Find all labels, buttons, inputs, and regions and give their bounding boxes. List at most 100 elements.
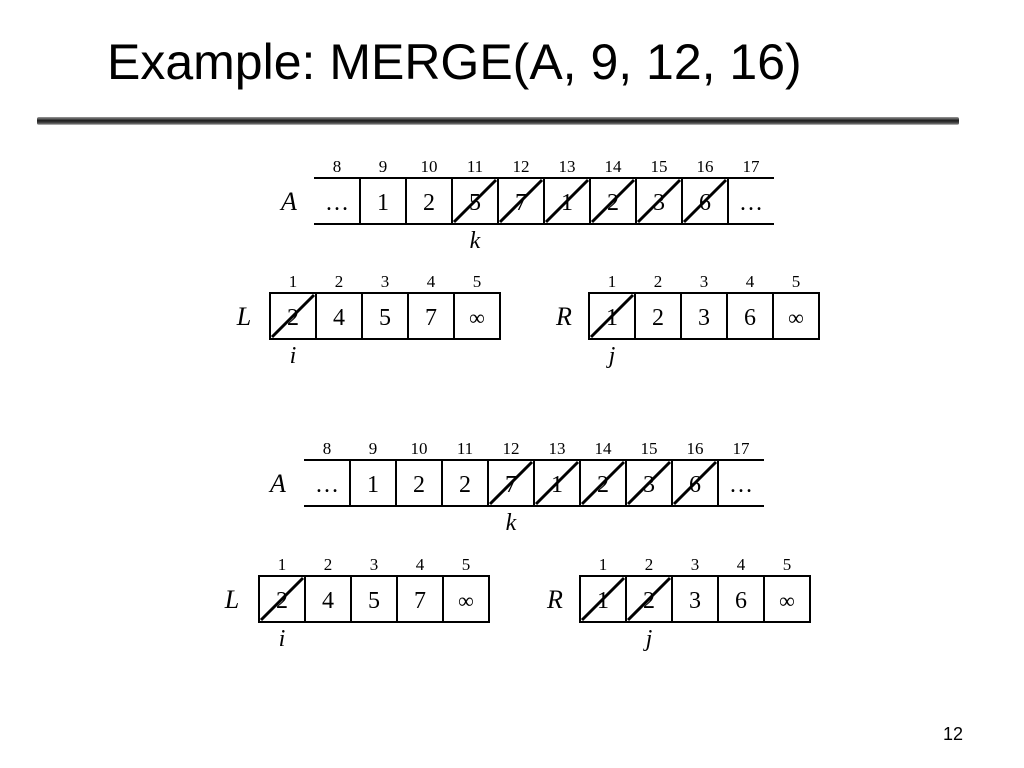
step-2-array-L-index-label: 4 (416, 555, 425, 574)
step-1-array-A-name: A (279, 187, 297, 216)
step-2-array-L-name: L (224, 585, 239, 614)
step-2-array-R-pointer-label: j (643, 626, 653, 652)
step-2-array-L-cell-value: 5 (368, 588, 380, 614)
step-1-array-A-index-label: 14 (605, 157, 623, 176)
step-2-array-A-cell-value: … (315, 472, 339, 498)
step-1-array-L-index-label: 5 (473, 272, 482, 291)
step-2-array-R-strike-mark (580, 576, 626, 622)
step-2-array-L-pointer-label: i (279, 626, 286, 652)
step-2-array-R-index-label: 1 (599, 555, 608, 574)
step-1-array-A-index-label: 11 (467, 157, 483, 176)
step-2-array-A-index-label: 16 (687, 439, 704, 458)
step-1-array-L-index-label: 4 (427, 272, 436, 291)
step-2-array-R-index-label: 5 (783, 555, 792, 574)
step-2-array-A-strike-mark (580, 460, 626, 506)
step-2-array-A-index-label: 14 (595, 439, 613, 458)
step-1-array-R-index-label: 1 (608, 272, 617, 291)
step-1-array-A-cell-value: … (739, 190, 763, 216)
step-2-array-A-index-label: 17 (733, 439, 751, 458)
step-1-array-A-index-label: 17 (743, 157, 761, 176)
step-1-array-A-strike-mark (682, 178, 728, 224)
step-1-array-A-index-label: 12 (513, 157, 530, 176)
step-2-array-A-strike-mark (672, 460, 718, 506)
step-1-array-A-index-label: 10 (421, 157, 438, 176)
step-1-array-L-cell-value: ∞ (469, 305, 485, 330)
step-2-array-A-index-label: 9 (369, 439, 378, 458)
step-1-array-A-index-label: 15 (651, 157, 668, 176)
step-2-array-R-index-label: 3 (691, 555, 700, 574)
step-1-array-A-index-label: 16 (697, 157, 714, 176)
step-2-array-R-cell-value: 6 (735, 588, 747, 614)
step-2-array-L-strike-mark (259, 576, 305, 622)
step-2-array-R-index-label: 4 (737, 555, 746, 574)
step-1-array-R-index-label: 3 (700, 272, 709, 291)
step-1-array-A-pointer-label: k (470, 228, 481, 254)
step-1-array-A-cell-value: 2 (423, 190, 435, 216)
step-1-array-R-frame (588, 292, 820, 340)
step-1-array-L-index-label: 1 (289, 272, 298, 291)
step-2-array-A-name: A (268, 469, 286, 498)
step-2-array-L-cell-value: ∞ (458, 588, 474, 613)
step-2-array-A-strike-mark (488, 460, 534, 506)
step-2-array-R-cell-value: ∞ (779, 588, 795, 613)
step-1-array-L-cell-value: 5 (379, 305, 391, 331)
step-1-array-L-frame (269, 292, 501, 340)
step-2-array-A-cell-value: … (729, 472, 753, 498)
step-1-array-A-index-label: 13 (559, 157, 576, 176)
step-2-array-L-frame (258, 575, 490, 623)
step-2-array-R-frame (579, 575, 811, 623)
step-1-array-A-strike-mark (544, 178, 590, 224)
step-1-array-R-cell-value: 2 (652, 305, 664, 331)
step-2-array-L-index-label: 3 (370, 555, 379, 574)
step-2-array-L-index-label: 1 (278, 555, 287, 574)
step-2-array-A-index-label: 10 (411, 439, 428, 458)
step-1-array-L-pointer-label: i (290, 343, 297, 369)
step-1-array-L-cell-value: 7 (425, 305, 437, 331)
step-2-array-R-index-label: 2 (645, 555, 654, 574)
step-1-array-R-strike-mark (589, 293, 635, 339)
step-1-array-A-cell-value: … (325, 190, 349, 216)
step-2-array-A-index-label: 11 (457, 439, 473, 458)
step-2-array-R-cell-value: 3 (689, 588, 701, 614)
step-1-array-L-strike-mark (270, 293, 316, 339)
step-1-array-R-index-label: 4 (746, 272, 755, 291)
step-1-array-A-strike-mark (636, 178, 682, 224)
slide-title: Example: MERGE(A, 9, 12, 16) (107, 34, 802, 90)
step-2-array-A-strike-mark (534, 460, 580, 506)
step-1-array-A-strike-mark (452, 178, 498, 224)
step-1-array-A-strike-mark (498, 178, 544, 224)
step-1-array-R-pointer-label: j (606, 343, 616, 369)
step-2-array-A-strike-mark (626, 460, 672, 506)
step-1-array-L-index-label: 2 (335, 272, 344, 291)
step-2-array-A-cell-value: 2 (459, 472, 471, 498)
step-2-array-A-index-label: 8 (323, 439, 332, 458)
step-1-array-A-index-label: 9 (379, 157, 388, 176)
step-2-array-A-index-label: 15 (641, 439, 658, 458)
step-1-array-R-index-label: 5 (792, 272, 801, 291)
step-2-array-L-cell-value: 4 (322, 588, 334, 614)
step-1-array-R-cell-value: 6 (744, 305, 756, 331)
page-number: 12 (942, 724, 963, 744)
step-1-array-R-index-label: 2 (654, 272, 663, 291)
step-1-array-L-cell-value: 4 (333, 305, 345, 331)
step-2-array-R-name: R (546, 585, 563, 614)
step-1-array-R-cell-value: ∞ (788, 305, 804, 330)
step-1-array-A-strike-mark (590, 178, 636, 224)
step-2-array-R-strike-mark (626, 576, 672, 622)
step-1-array-L-index-label: 3 (381, 272, 390, 291)
step-1-array-L-name: L (236, 302, 251, 331)
step-2-array-A-cell-value: 2 (413, 472, 425, 498)
step-1-array-R-cell-value: 3 (698, 305, 710, 331)
step-1-array-R-name: R (555, 302, 572, 331)
step-2-array-A-index-label: 13 (549, 439, 566, 458)
title-divider (37, 117, 959, 125)
step-2-array-L-cell-value: 7 (414, 588, 426, 614)
step-2-array-A-index-label: 12 (503, 439, 520, 458)
step-1-array-A-index-label: 8 (333, 157, 342, 176)
step-2-array-A-pointer-label: k (506, 510, 517, 536)
step-2-array-L-index-label: 5 (462, 555, 471, 574)
step-2-array-L-index-label: 2 (324, 555, 333, 574)
step-1-array-A-cell-value: 1 (377, 190, 389, 216)
step-2-array-A-cell-value: 1 (367, 472, 379, 498)
